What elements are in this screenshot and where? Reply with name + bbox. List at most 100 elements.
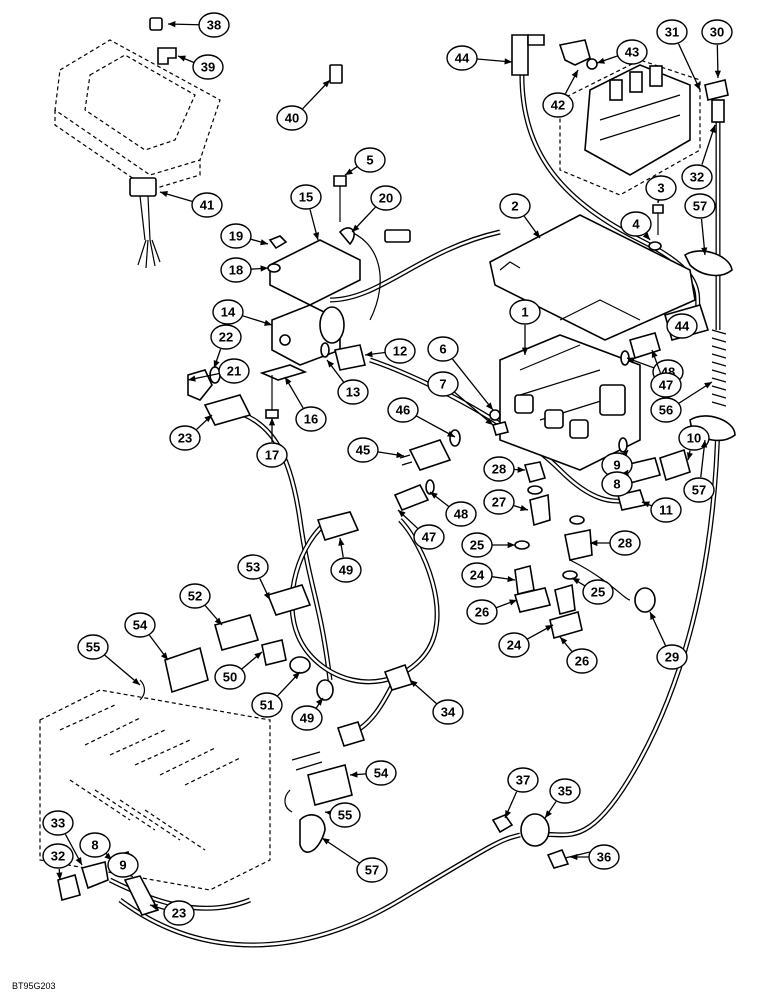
callout-number: 41: [200, 198, 214, 213]
callout-40: 40: [276, 79, 331, 131]
callout-number: 7: [439, 377, 446, 392]
callout-23: 23: [169, 414, 213, 451]
callout-35: 35: [544, 778, 581, 819]
callout-number: 8: [613, 477, 620, 492]
leader-arrowhead: [150, 903, 158, 910]
callout-29: 29: [649, 611, 688, 670]
callout-bubble: [666, 313, 698, 339]
leader-arrowhead: [178, 55, 186, 62]
callout-11: 11: [641, 497, 682, 523]
callout-bubble: [347, 437, 379, 463]
leader-arrowhead: [642, 501, 650, 508]
callout-bubble: [387, 397, 419, 423]
leader-arrowhead: [686, 452, 693, 460]
callout-bubble: [370, 185, 402, 211]
leader-arrowhead: [322, 838, 330, 845]
callout-number: 17: [265, 448, 279, 463]
leader-line: [454, 391, 494, 426]
callout-number: 6: [439, 342, 446, 357]
callout-bubble: [218, 358, 250, 384]
leader-arrowhead: [709, 125, 716, 133]
leader-arrowhead: [338, 538, 345, 546]
callout-47: 47: [397, 509, 445, 550]
callout-8: 8: [601, 469, 633, 497]
callout-bubble: [256, 442, 288, 468]
leader-arrowhead: [292, 672, 300, 680]
callout-32: 32: [42, 843, 74, 881]
leader-arrowhead: [714, 70, 721, 78]
leader-arrowhead: [505, 810, 511, 818]
callout-bubble: [461, 562, 493, 588]
callout-bubble: [609, 530, 641, 556]
callout-bubble: [214, 664, 246, 690]
callout-number: 39: [201, 60, 215, 75]
callout-bubble: [509, 299, 541, 325]
leader-arrowhead: [485, 417, 493, 425]
callout-bubble: [290, 184, 322, 210]
callout-number: 49: [339, 563, 353, 578]
leader-arrowhead: [507, 541, 515, 549]
callout-number: 44: [675, 319, 690, 334]
callout-32: 32: [681, 124, 716, 190]
callout-bubble: [483, 456, 515, 482]
callout-37: 37: [504, 767, 539, 819]
callout-27: 27: [483, 489, 529, 515]
callout-number: 23: [172, 906, 186, 921]
callout-number: 23: [178, 431, 192, 446]
leader-arrowhead: [396, 451, 404, 459]
callout-49: 49: [330, 537, 362, 583]
leader-arrowhead: [642, 232, 650, 240]
monitor-panel: [54, 39, 221, 191]
callout-bubble: [684, 193, 716, 219]
callout-bubble: [330, 557, 362, 583]
callout-number: 4: [632, 217, 640, 232]
callout-52: 52: [179, 583, 223, 626]
callout-number: 14: [221, 305, 236, 320]
callout-43: 43: [596, 39, 648, 65]
callout-46: 46: [387, 397, 456, 438]
callout-bubble: [650, 372, 682, 398]
callout-bubble: [220, 257, 252, 283]
callout-17: 17: [256, 418, 288, 468]
callout-number: 11: [659, 503, 673, 518]
callout-10: 10: [678, 425, 710, 461]
leader-arrowhead: [509, 599, 517, 606]
leader-arrowhead: [572, 578, 580, 585]
callout-50: 50: [214, 651, 263, 690]
leader-line: [321, 837, 360, 864]
main-valve-block: [499, 334, 641, 471]
callout-number: 5: [366, 153, 373, 168]
callout-number: 29: [665, 650, 679, 665]
callout-44: 44: [666, 313, 698, 339]
callout-bubble: [678, 425, 710, 451]
leader-arrowhead: [398, 510, 406, 518]
callout-3: 3: [645, 175, 677, 204]
leader-arrowhead: [322, 80, 330, 88]
callout-bubble: [645, 175, 677, 201]
callout-number: 50: [223, 670, 237, 685]
callout-bubble: [192, 54, 224, 80]
callout-24: 24: [461, 562, 516, 588]
callout-number: 37: [516, 773, 530, 788]
callout-bubble: [291, 705, 323, 731]
callout-number: 8: [91, 838, 98, 853]
leader-arrowhead: [260, 239, 268, 246]
callout-56: 56: [650, 381, 713, 423]
callout-number: 57: [693, 199, 707, 214]
callout-number: 40: [285, 111, 299, 126]
leader-arrowhead: [521, 347, 529, 355]
callout-bubble: [542, 92, 574, 118]
callout-bubble: [212, 299, 244, 325]
callout-number: 2: [511, 199, 518, 214]
callout-57: 57: [683, 439, 715, 503]
callout-number: 48: [454, 507, 468, 522]
callout-13: 13: [326, 359, 369, 405]
callout-bubble: [42, 843, 74, 869]
callout-bubble: [432, 699, 464, 725]
callout-25: 25: [461, 532, 515, 558]
callout-bubble: [701, 19, 733, 45]
callout-9: 9: [107, 852, 139, 878]
callout-number: 43: [625, 45, 639, 60]
callout-bubble: [169, 425, 201, 451]
leader-arrowhead: [517, 466, 525, 473]
